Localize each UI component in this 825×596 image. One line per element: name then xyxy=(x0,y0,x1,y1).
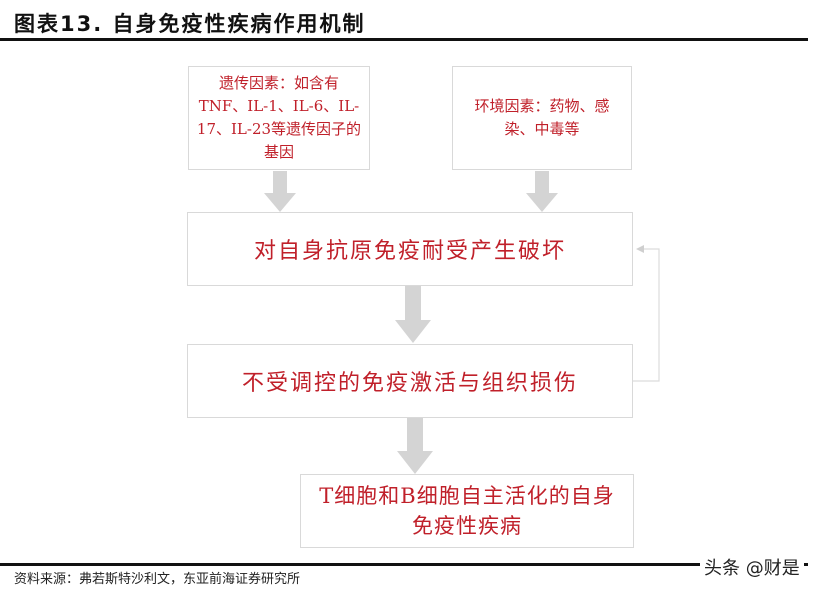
node-disease-label: T细胞和B细胞自主活化的自身免疫性疾病 xyxy=(319,484,615,538)
node-immune-activation: 不受调控的免疫激活与组织损伤 xyxy=(187,344,633,418)
arrow-down-icon xyxy=(395,286,431,343)
node-genetic-factors: 遗传因素：如含有TNF、IL-1、IL-6、IL-17、IL-23等遗传因子的基… xyxy=(188,66,370,170)
node-autoimmune-disease: T细胞和B细胞自主活化的自身免疫性疾病 xyxy=(300,474,634,548)
watermark: 头条 @财是 xyxy=(700,554,804,580)
feedback-arrow-icon xyxy=(633,245,660,382)
arrow-down-icon xyxy=(397,418,433,474)
node-activation-label: 不受调控的免疫激活与组织损伤 xyxy=(241,371,578,396)
node-genetic-label: 遗传因素：如含有TNF、IL-1、IL-6、IL-17、IL-23等遗传因子的基… xyxy=(196,74,362,161)
arrow-down-icon xyxy=(264,171,296,212)
node-tolerance-label: 对自身抗原免疫耐受产生破坏 xyxy=(253,239,566,264)
title-divider xyxy=(0,38,808,41)
footer-divider xyxy=(0,563,808,566)
arrow-down-icon xyxy=(526,171,558,212)
source-note: 资料来源：弗若斯特沙利文，东亚前海证券研究所 xyxy=(14,572,301,587)
node-environment-label: 环境因素：药物、感染、中毒等 xyxy=(474,97,610,138)
node-tolerance-breakdown: 对自身抗原免疫耐受产生破坏 xyxy=(187,212,633,286)
figure-title: 图表13. 自身免疫性疾病作用机制 xyxy=(14,12,366,36)
node-environmental-factors: 环境因素：药物、感染、中毒等 xyxy=(452,66,632,170)
